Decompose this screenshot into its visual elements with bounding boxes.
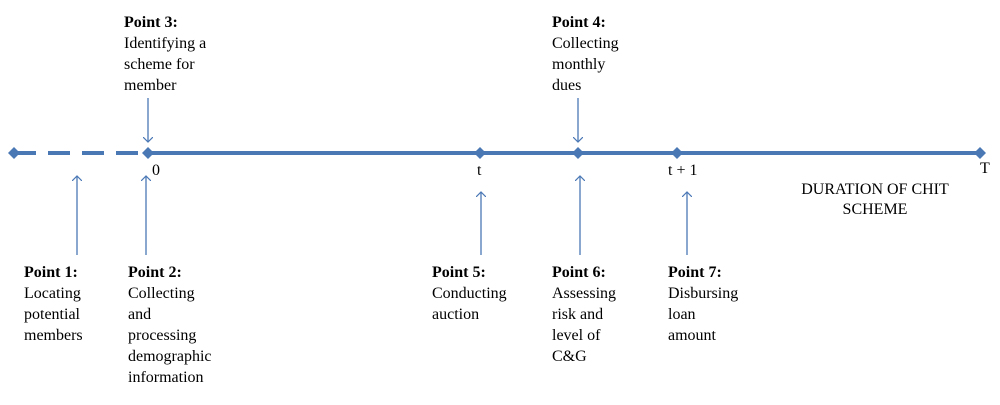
point-2-label: Point 2: Collecting and processing demog… [128, 262, 212, 388]
point-7-heading: Point 7: [668, 264, 722, 281]
tick-marker-t [474, 147, 486, 159]
tick-marker-point-4 [572, 147, 584, 159]
point-2-description: Collecting and processing demographic in… [128, 285, 212, 386]
point-5-description: Conducting auction [432, 285, 507, 323]
point-3-heading: Point 3: [124, 14, 178, 31]
tick-marker-end [974, 147, 986, 159]
tick-label-t-plus-1: t + 1 [668, 162, 698, 179]
point-5-heading: Point 5: [432, 264, 486, 281]
point-1-heading: Point 1: [24, 264, 78, 281]
start-marker [8, 147, 20, 159]
point-4-description: Collecting monthly dues [552, 35, 619, 94]
tick-label-t: t [477, 162, 482, 179]
point-3-description: Identifying a scheme for member [124, 35, 207, 94]
point-6-description: Assessing risk and level of C&G [552, 285, 617, 365]
point-6-heading: Point 6: [552, 264, 606, 281]
point-4-heading: Point 4: [552, 14, 606, 31]
point-7-label: Point 7: Disbursing loan amount [668, 262, 738, 346]
tick-marker-0 [142, 147, 154, 159]
tick-label-0: 0 [152, 162, 160, 179]
tick-label-T: T [980, 160, 990, 177]
point-4-label: Point 4: Collecting monthly dues [552, 12, 619, 96]
tick-marker-t-plus-1 [671, 147, 683, 159]
duration-label: DURATION OF CHIT SCHEME [801, 181, 949, 218]
point-5-label: Point 5: Conducting auction [432, 262, 507, 325]
point-1-description: Locating potential members [24, 285, 83, 344]
point-7-description: Disbursing loan amount [668, 285, 739, 344]
point-3-label: Point 3: Identifying a scheme for member [124, 12, 206, 96]
point-2-heading: Point 2: [128, 264, 182, 281]
point-6-label: Point 6: Assessing risk and level of C&G [552, 262, 616, 367]
point-1-label: Point 1: Locating potential members [24, 262, 83, 346]
